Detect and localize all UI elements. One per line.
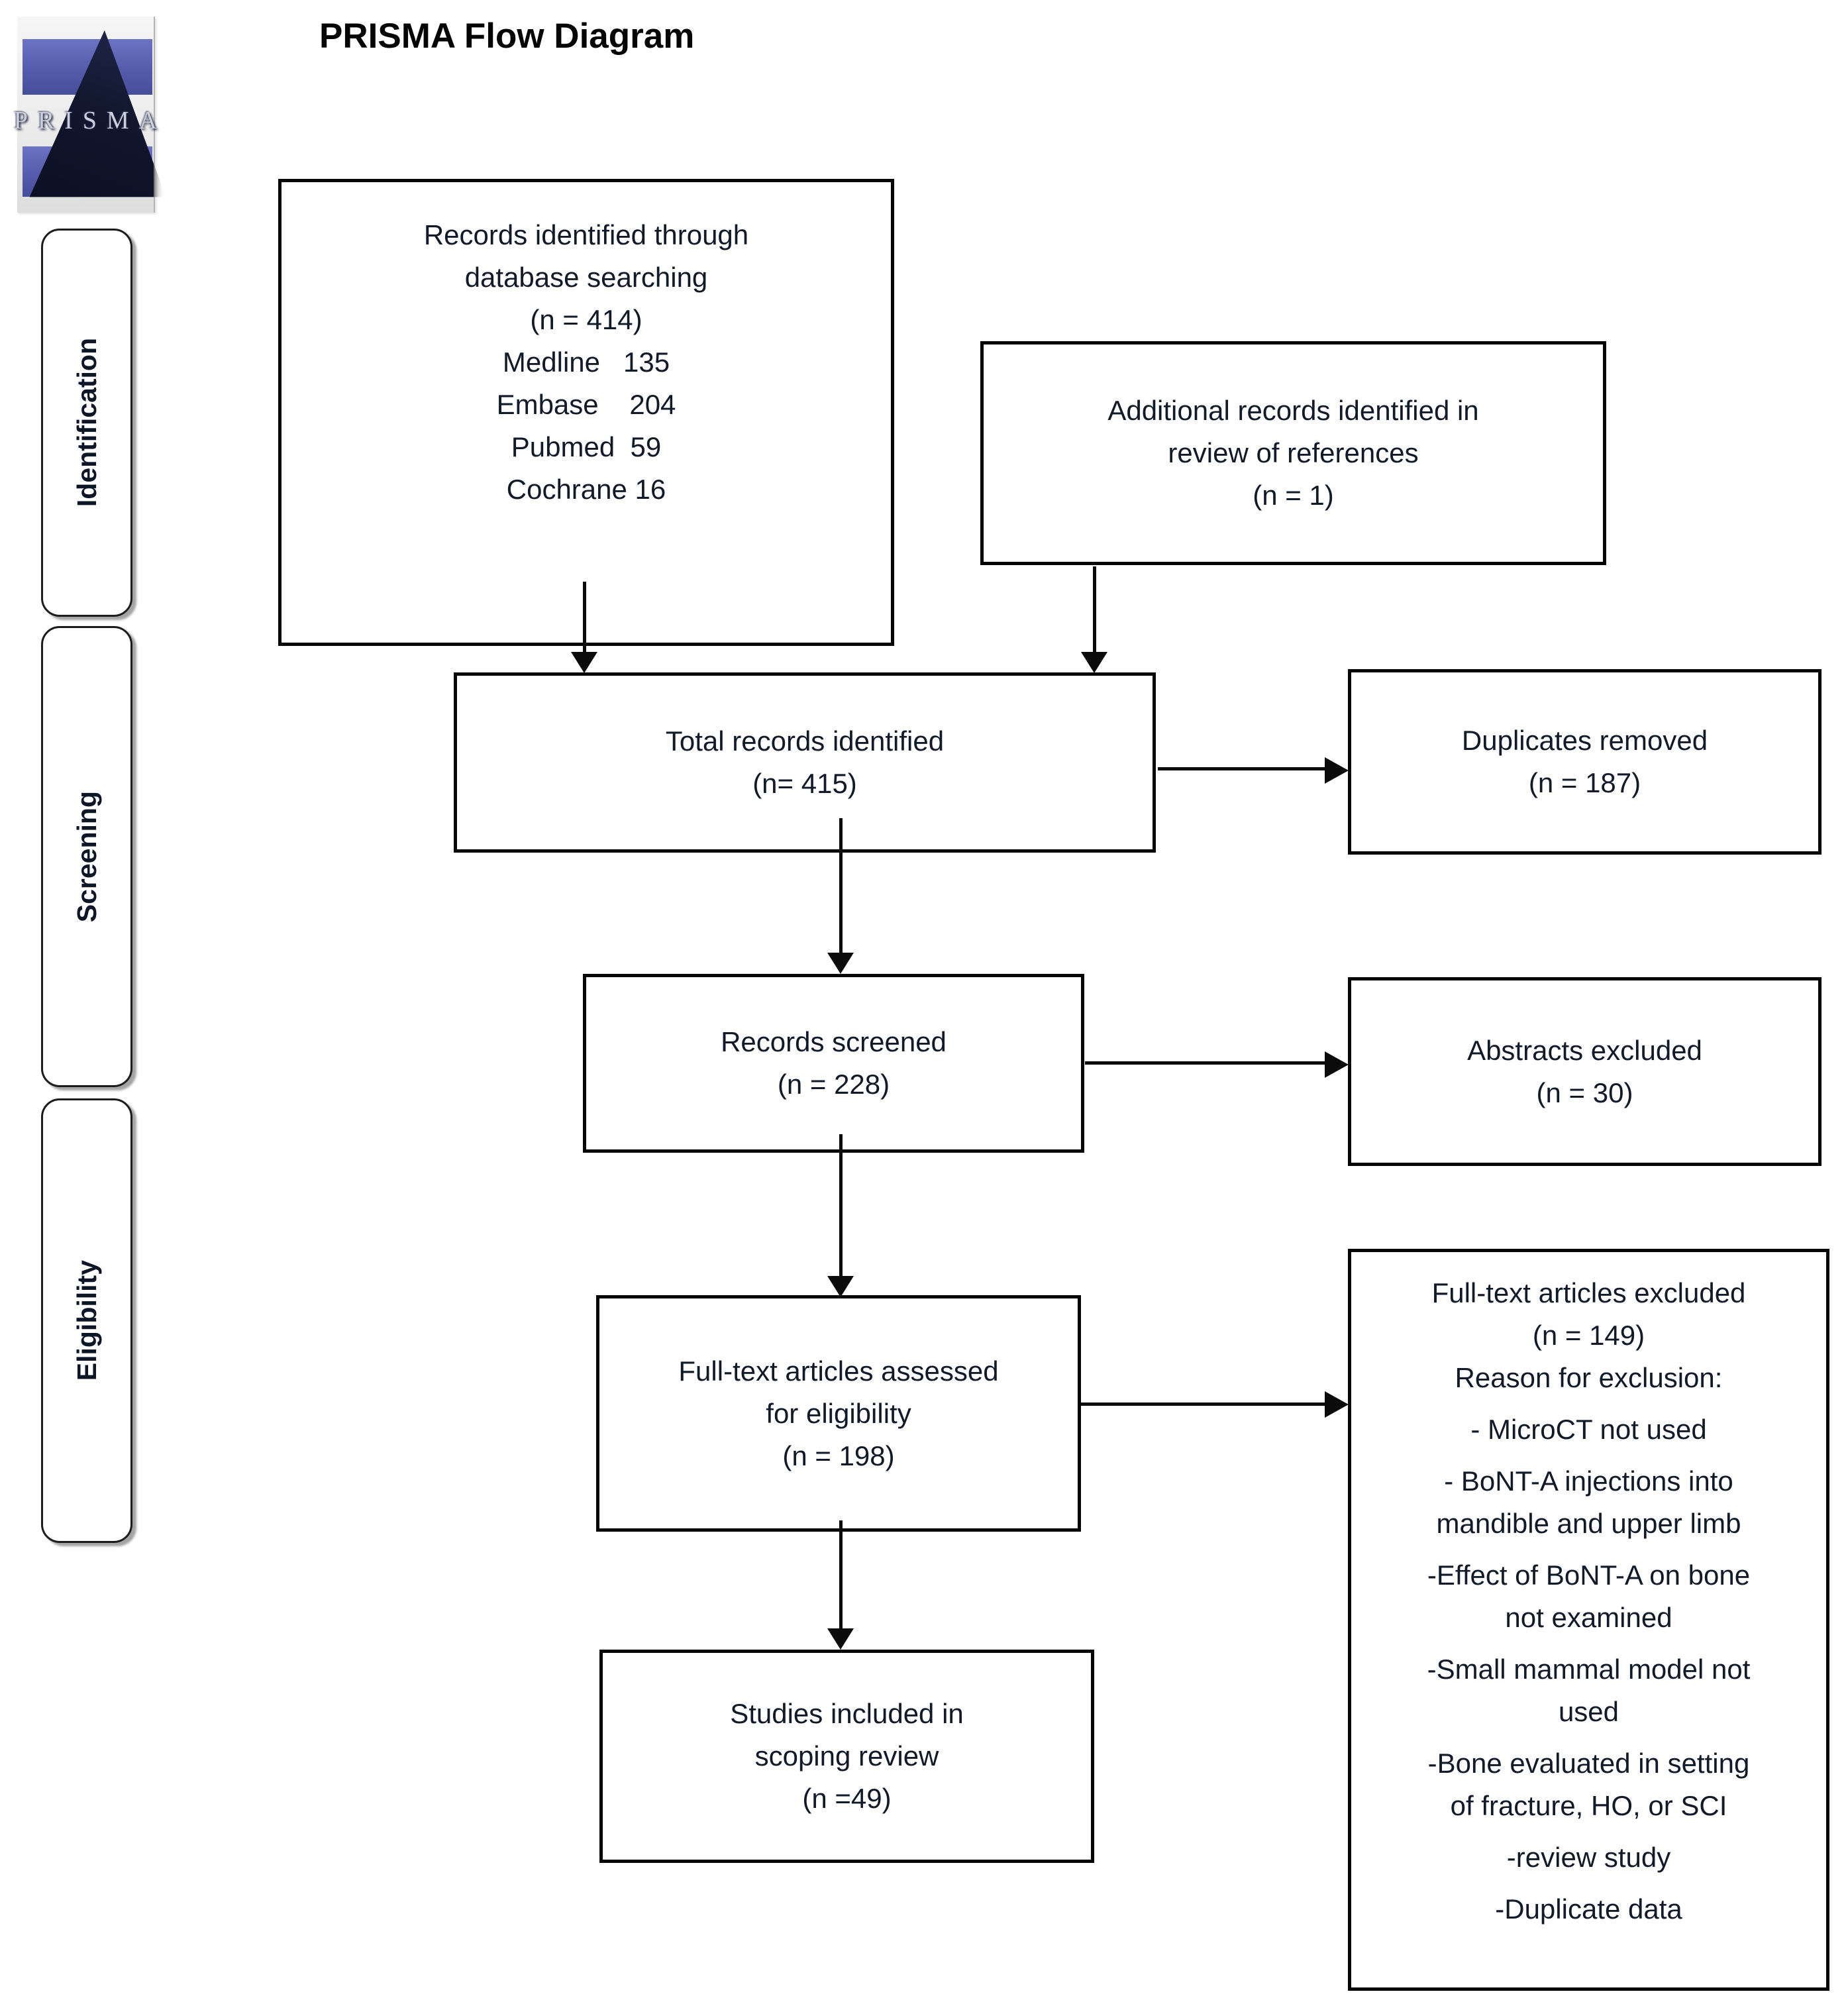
prisma-logo: PRISMA (13, 17, 168, 213)
box-line: Abstracts excluded (1467, 1034, 1702, 1066)
box-line: (n =49) (802, 1783, 892, 1814)
arrow-screened-to-abstracts-line (1085, 1061, 1327, 1065)
arrow-fulltext-to-included-line (839, 1520, 843, 1630)
box-records-identified: Records identified through database sear… (278, 179, 894, 646)
arrow-additional-to-total-line (1093, 566, 1096, 654)
box-line: Embase 204 (496, 389, 676, 420)
box-line: of fracture, HO, or SCI (1450, 1790, 1727, 1821)
box-line: Studies included in (730, 1698, 964, 1729)
box-line: -Duplicate data (1495, 1893, 1682, 1925)
box-line: Records screened (721, 1026, 947, 1057)
box-line: - BoNT-A injections into (1444, 1465, 1733, 1497)
box-line: Reason for exclusion: (1455, 1362, 1723, 1393)
stage-screening-label: Screening (71, 790, 102, 923)
page-title: PRISMA Flow Diagram (319, 17, 695, 56)
box-line: review of references (1168, 437, 1419, 468)
box-line: (n = 149) (1532, 1320, 1645, 1351)
box-line: (n = 1) (1253, 480, 1334, 511)
arrow-total-to-screened-head-icon (827, 953, 854, 974)
arrow-screened-to-abstracts-head-icon (1325, 1051, 1349, 1078)
box-line: -Small mammal model not (1427, 1654, 1751, 1685)
box-line: Total records identified (665, 725, 945, 757)
box-total-records: Total records identified (n= 415) (454, 672, 1156, 853)
box-records-screened: Records screened (n = 228) (583, 974, 1084, 1153)
box-line: Duplicates removed (1461, 725, 1708, 756)
stage-eligibility-label: Eligibility (71, 1260, 102, 1381)
box-line: Cochrane 16 (506, 474, 666, 505)
box-line: used (1558, 1696, 1619, 1727)
box-line: (n = 30) (1536, 1077, 1633, 1108)
box-fulltext-assessed: Full-text articles assessed for eligibil… (596, 1295, 1081, 1532)
box-line: Full-text articles assessed (678, 1355, 999, 1387)
arrow-fulltext-to-excluded-line (1081, 1402, 1326, 1406)
arrow-additional-to-total-head-icon (1081, 652, 1107, 673)
box-duplicates-removed: Duplicates removed (n = 187) (1348, 669, 1822, 855)
stage-identification: Identification (41, 229, 132, 617)
arrow-fulltext-to-excluded-head-icon (1325, 1391, 1349, 1418)
stage-eligibility: Eligibility (41, 1098, 132, 1543)
box-line: mandible and upper limb (1436, 1508, 1741, 1539)
arrow-records-to-total-head-icon (571, 652, 597, 673)
box-additional-records: Additional records identified in review … (980, 341, 1606, 565)
box-fulltext-excluded: Full-text articles excluded (n = 149) Re… (1348, 1249, 1829, 1991)
box-line: -review study (1506, 1842, 1671, 1873)
box-line: Records identified through (423, 219, 749, 250)
arrow-total-to-duplicates-head-icon (1325, 757, 1349, 784)
box-studies-included: Studies included in scoping review (n =4… (599, 1650, 1094, 1863)
box-line: database searching (464, 262, 708, 293)
box-line: (n = 187) (1528, 767, 1641, 798)
box-line: Pubmed 59 (511, 431, 662, 462)
stage-screening: Screening (41, 626, 132, 1087)
arrow-screened-to-fulltext-head-icon (827, 1276, 854, 1297)
arrow-screened-to-fulltext-line (839, 1134, 843, 1279)
box-line: Additional records identified in (1107, 395, 1479, 426)
arrow-records-to-total-line (583, 582, 586, 656)
box-line: (n = 198) (782, 1440, 895, 1471)
box-line: -Effect of BoNT-A on bone (1427, 1559, 1751, 1591)
box-line: for eligibility (766, 1397, 911, 1429)
arrow-total-to-duplicates-line (1158, 767, 1327, 770)
arrow-total-to-screened-line (839, 818, 843, 954)
box-line: -Bone evaluated in setting (1427, 1748, 1750, 1779)
arrow-fulltext-to-included-head-icon (827, 1628, 854, 1650)
logo-text: PRISMA (13, 107, 168, 134)
box-line: not examined (1505, 1602, 1672, 1633)
box-line: (n = 228) (777, 1069, 890, 1100)
box-line: scoping review (754, 1740, 939, 1771)
box-line: - MicroCT not used (1470, 1414, 1707, 1445)
box-line: (n= 415) (752, 768, 857, 799)
stage-identification-label: Identification (71, 338, 102, 507)
box-line: (n = 414) (530, 304, 642, 335)
box-line: Full-text articles excluded (1431, 1277, 1746, 1308)
box-line: Medline 135 (502, 346, 670, 378)
box-abstracts-excluded: Abstracts excluded (n = 30) (1348, 977, 1822, 1166)
